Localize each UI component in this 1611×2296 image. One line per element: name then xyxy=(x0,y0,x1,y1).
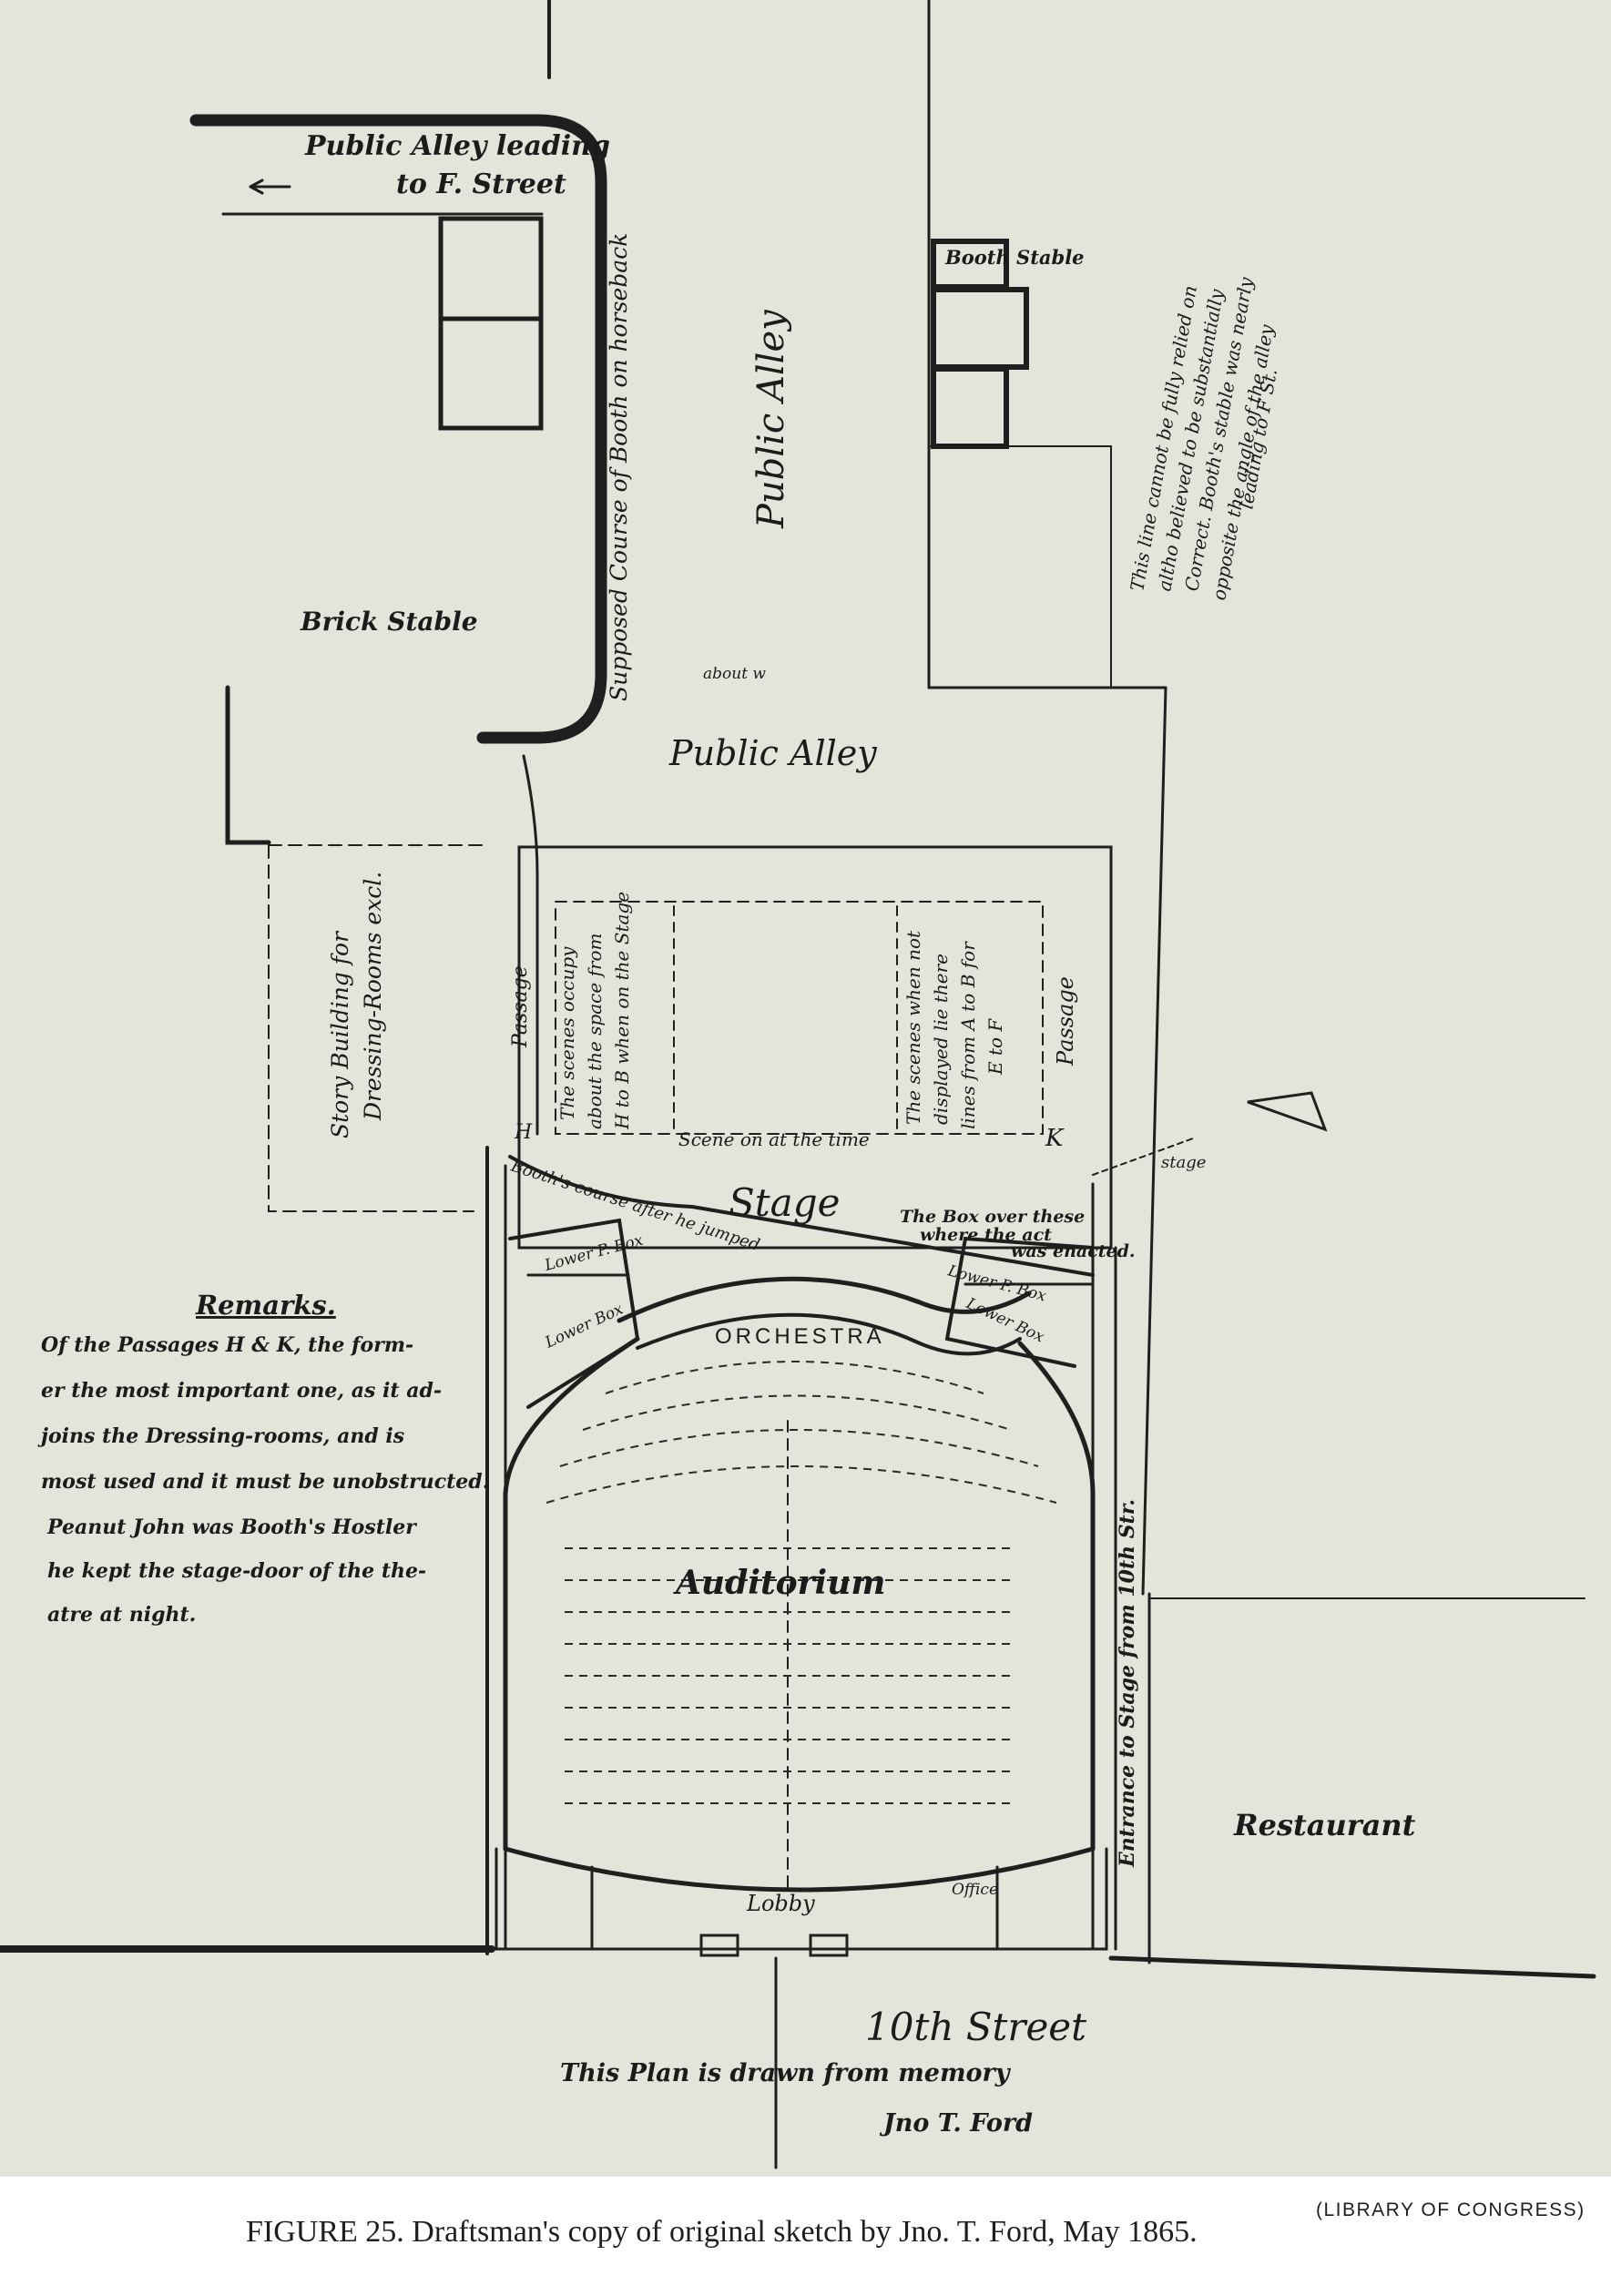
figure-credit: (LIBRARY OF CONGRESS) xyxy=(1316,2199,1586,2220)
label-about-note: about w xyxy=(703,665,766,683)
label-street: 10th Street xyxy=(865,2005,1086,2049)
seating-rows xyxy=(545,1361,1057,1804)
building-outlines xyxy=(0,0,1596,2169)
label-stage-door: stage xyxy=(1161,1153,1206,1172)
remarks-line-4: most used and it must be unobstructed. xyxy=(41,1470,489,1494)
label-passage-left: Passage xyxy=(509,965,532,1048)
label-lower-box-2: Lower Box xyxy=(542,1300,627,1352)
label-scene-left-2: about the space from xyxy=(584,933,606,1129)
label-alley-to-f-street-2: to F. Street xyxy=(396,168,566,200)
label-lower-box-1: Lower P. Box xyxy=(542,1231,646,1275)
label-orchestra: ORCHESTRA xyxy=(715,1324,885,1349)
label-alley-to-f-street-1: Public Alley leading xyxy=(304,130,610,162)
figure-caption: FIGURE 25. Draftsman's copy of original … xyxy=(246,2215,1198,2249)
label-signature: Jno T. Ford xyxy=(879,2109,1033,2138)
theatre-floor-plan: Public Alley leading to F. Street Suppos… xyxy=(0,0,1596,2169)
label-scene-right-3: lines from A to B for xyxy=(957,941,979,1129)
remarks-line-2: er the most important one, as it ad- xyxy=(41,1379,442,1403)
label-passage-right: Passage xyxy=(1053,976,1078,1066)
label-brick-stable: Brick Stable xyxy=(300,607,478,637)
label-scene-left-1: The scenes occupy xyxy=(556,946,578,1120)
plan-labels: Public Alley leading to F. Street Suppos… xyxy=(37,130,1416,2138)
label-scene-on: Scene on at the time xyxy=(678,1128,870,1150)
remarks-line-5: Peanut John was Booth's Hostler xyxy=(46,1515,417,1539)
label-dressing-1: Story Building for xyxy=(327,930,353,1138)
label-booth-course: Supposed Course of Booth on horseback xyxy=(606,233,632,701)
label-scene-right-2: displayed lie there xyxy=(930,954,952,1125)
label-drawn-note: This Plan is drawn from memory xyxy=(560,2059,1012,2087)
plate-background: Public Alley leading to F. Street Suppos… xyxy=(0,0,1611,2177)
label-letter-k: K xyxy=(1045,1125,1065,1152)
label-restaurant: Restaurant xyxy=(1233,1808,1416,1842)
label-auditorium: Auditorium xyxy=(673,1564,886,1602)
label-booth-stable: Booth Stable xyxy=(944,246,1085,269)
label-public-alley-vertical: Public Alley xyxy=(750,309,792,529)
label-box-note-3: was enacted. xyxy=(1011,1241,1136,1261)
label-box-note-2: where the act xyxy=(920,1225,1052,1245)
label-scene-left-3: H to B when on the Stage xyxy=(611,892,633,1130)
label-lower-box-3: Lower P. Box xyxy=(945,1261,1049,1305)
label-scene-right-1: The scenes when not xyxy=(902,930,924,1125)
label-entrance: Entrance to Stage from 10th Str. xyxy=(1116,1499,1139,1868)
label-stage: Stage xyxy=(729,1180,840,1225)
label-lobby: Lobby xyxy=(746,1891,815,1916)
label-box-note-1: The Box over these xyxy=(900,1207,1085,1227)
remarks-line-3: joins the Dressing-rooms, and is xyxy=(37,1424,404,1448)
remarks-title: Remarks. xyxy=(195,1290,336,1321)
label-scene-right-4: E to F xyxy=(984,1018,1006,1076)
label-office: Office xyxy=(952,1881,998,1899)
label-public-alley-horizontal: Public Alley xyxy=(668,733,877,773)
remarks-line-7: atre at night. xyxy=(47,1603,196,1627)
remarks-line-1: Of the Passages H & K, the form- xyxy=(41,1333,413,1357)
label-dressing-2: Dressing-Rooms excl. xyxy=(360,872,386,1121)
label-letter-h: H xyxy=(514,1121,533,1144)
remarks-line-6: he kept the stage-door of the the- xyxy=(47,1559,426,1583)
